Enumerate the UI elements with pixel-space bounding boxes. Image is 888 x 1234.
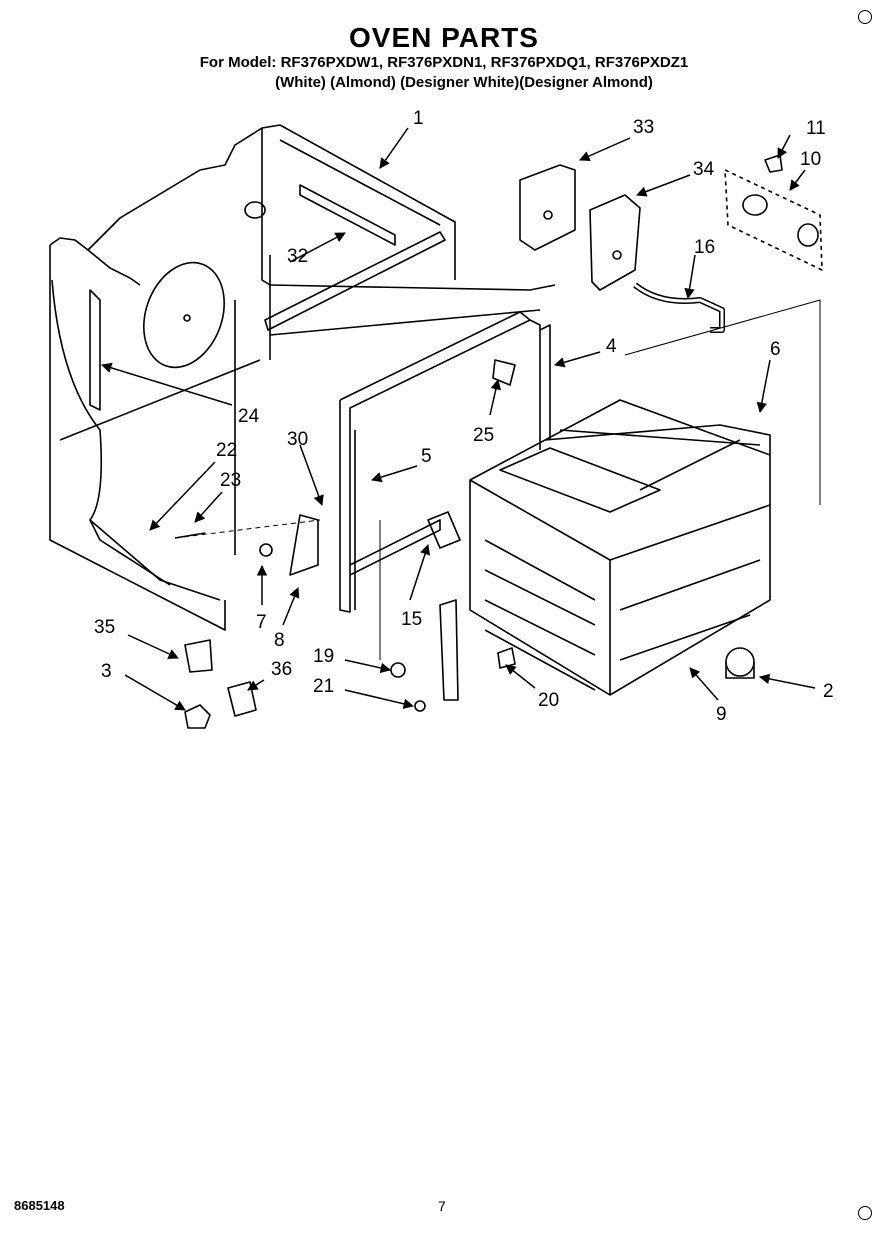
part-21 bbox=[414, 700, 426, 712]
bracket-part-35 bbox=[184, 639, 213, 673]
thermostat-part-10 bbox=[742, 194, 768, 216]
callout-30: 30 bbox=[287, 429, 308, 450]
callout-2: 2 bbox=[823, 681, 834, 702]
document-number: 8685148 bbox=[14, 1198, 65, 1213]
hole-punch-mark bbox=[858, 1206, 872, 1220]
thermostat-part-10-outline bbox=[724, 169, 823, 271]
front-rail bbox=[264, 231, 446, 331]
callout-15: 15 bbox=[401, 609, 422, 630]
callout-10: 10 bbox=[800, 149, 821, 170]
bracket-part-34 bbox=[589, 194, 641, 291]
callout-19: 19 bbox=[313, 646, 334, 667]
callout-35: 35 bbox=[94, 617, 115, 638]
callout-3: 3 bbox=[101, 661, 112, 682]
hole-punch-mark bbox=[858, 10, 872, 24]
callout-25: 25 bbox=[473, 425, 494, 446]
part-25 bbox=[492, 359, 516, 386]
callout-24: 24 bbox=[238, 406, 260, 427]
callout-8: 8 bbox=[274, 630, 285, 651]
page-number: 7 bbox=[438, 1198, 446, 1214]
part-20 bbox=[497, 647, 516, 669]
callout-5: 5 bbox=[421, 446, 432, 467]
hinge-part-19 bbox=[439, 599, 459, 701]
screw-part-11 bbox=[764, 154, 783, 173]
rail-part-32 bbox=[299, 184, 396, 246]
leveler-part-3 bbox=[184, 704, 211, 729]
callout-9: 9 bbox=[716, 704, 727, 725]
front-frame-part-4 bbox=[339, 311, 551, 613]
callout-22: 22 bbox=[216, 440, 237, 461]
foot-part-2 bbox=[725, 647, 755, 677]
callout-16: 16 bbox=[694, 237, 715, 258]
nut-part-7 bbox=[259, 543, 273, 557]
callout-4: 4 bbox=[606, 336, 617, 357]
callout-1: 1 bbox=[413, 108, 424, 129]
callout-34: 34 bbox=[693, 159, 715, 180]
callout-20: 20 bbox=[538, 690, 559, 711]
bracket-part-8 bbox=[289, 514, 319, 576]
oven-cavity-part-9 bbox=[469, 399, 771, 696]
rack-part-6 bbox=[544, 424, 771, 455]
callout-32: 32 bbox=[287, 246, 308, 267]
oven-chassis-part-1 bbox=[49, 124, 556, 631]
callout-7: 7 bbox=[256, 612, 267, 633]
callout-33: 33 bbox=[633, 117, 654, 138]
part-36 bbox=[227, 681, 257, 717]
callout-6: 6 bbox=[770, 339, 781, 360]
bracket-part-33 bbox=[519, 164, 576, 251]
model-list: For Model: RF376PXDW1, RF376PXDN1, RF376… bbox=[199, 54, 689, 71]
bracket-part-15 bbox=[427, 511, 461, 549]
wire-part-23 bbox=[174, 532, 206, 539]
callout-11: 11 bbox=[806, 118, 826, 139]
part-19 bbox=[390, 662, 406, 678]
page-title: OVEN PARTS bbox=[349, 22, 539, 53]
callout-21: 21 bbox=[313, 676, 334, 697]
callout-36: 36 bbox=[271, 659, 292, 680]
color-list: (White) (Almond) (Designer White)(Design… bbox=[275, 74, 653, 91]
callout-23: 23 bbox=[220, 470, 241, 491]
